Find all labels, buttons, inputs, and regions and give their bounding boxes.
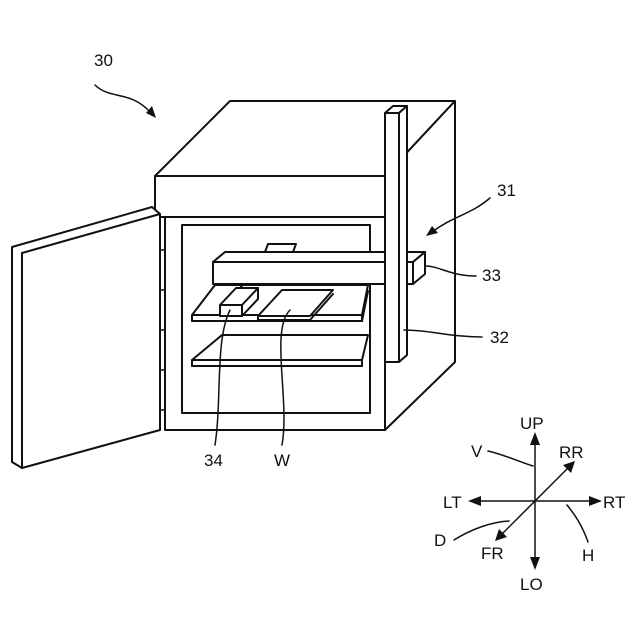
arm-carriage (265, 244, 296, 252)
label-rail: 32 (490, 328, 509, 347)
label-gripper: 34 (204, 451, 223, 470)
label-cabinet: 30 (94, 51, 113, 70)
axis-down: LO (520, 575, 543, 594)
axis-depth: D (434, 531, 446, 550)
axis-vertical: V (471, 442, 483, 461)
label-wafer: W (274, 451, 290, 470)
axis-left: LT (443, 493, 462, 512)
door (12, 207, 165, 468)
rail (385, 106, 407, 362)
axis-right: RT (603, 493, 625, 512)
axis-front: FR (481, 544, 504, 563)
label-arm: 33 (482, 266, 501, 285)
axis-rear: RR (559, 443, 584, 462)
top-lid (155, 176, 385, 217)
axis-horizontal: H (582, 546, 594, 565)
axis-up: UP (520, 414, 544, 433)
label-side-panel: 31 (497, 181, 516, 200)
